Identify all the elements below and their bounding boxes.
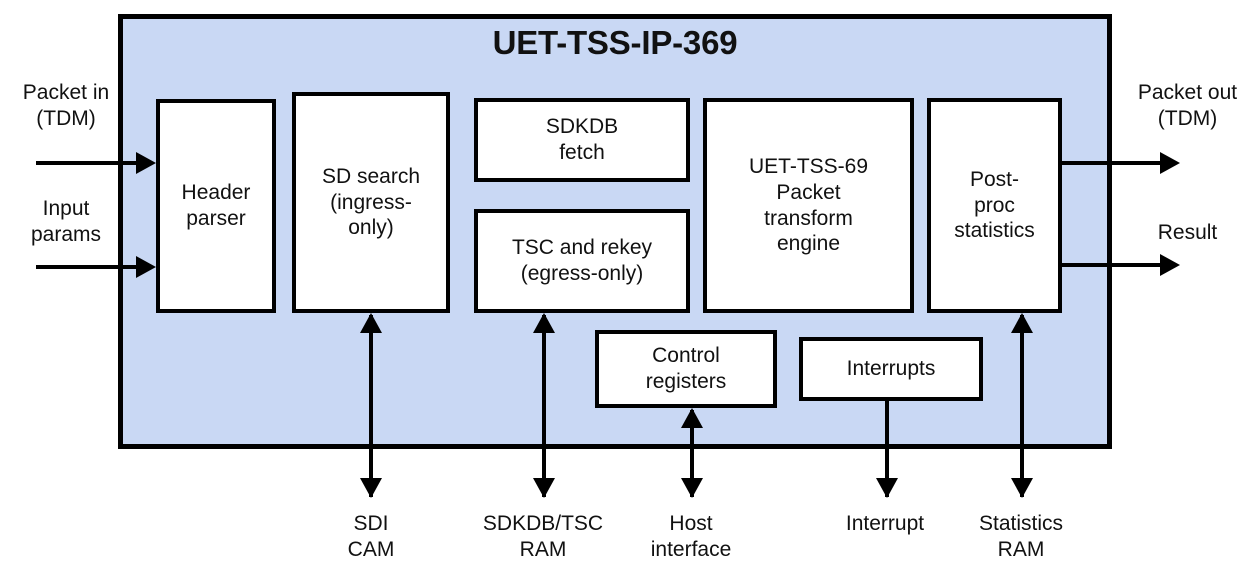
statistics-ram-arrow-head-up (1011, 313, 1033, 333)
block-post-proc-statistics[interactable]: Post- proc statistics (927, 98, 1062, 313)
block-control-registers[interactable]: Control registers (595, 330, 777, 408)
interrupt-arrow-head-down (876, 478, 898, 498)
block-tsc-rekey[interactable]: TSC and rekey (egress-only) (474, 209, 690, 313)
label-sdi-cam: SDI CAM (347, 512, 395, 562)
host-interface-arrow-head-down (681, 478, 703, 498)
host-interface-arrow-head-up (681, 408, 703, 428)
input-params-arrow-head (136, 256, 156, 278)
label-packet-in: Packet in (TDM) (22, 81, 110, 131)
sdi-cam-arrow-head-down (360, 478, 382, 498)
packet-out-arrow-line (1062, 161, 1166, 165)
label-host-interface: Host interface (650, 512, 732, 562)
host-interface-arrow-line (690, 410, 694, 497)
sdi-cam-arrow-head-up (360, 313, 382, 333)
block-transform-engine[interactable]: UET-TSS-69 Packet transform engine (703, 98, 914, 313)
packet-in-arrow-line (36, 161, 140, 165)
statistics-ram-arrow-head-down (1011, 478, 1033, 498)
result-arrow-line (1062, 263, 1166, 267)
sdkdb-tsc-ram-arrow-line (542, 315, 546, 497)
packet-in-arrow-head (136, 152, 156, 174)
block-post-proc-statistics-label: Post- proc statistics (954, 168, 1035, 243)
block-header-parser-label: Header parser (181, 181, 251, 230)
result-arrow-head (1160, 254, 1180, 276)
label-input-params: Input params (30, 197, 102, 247)
block-sdkdb-fetch-label: SDKDB fetch (545, 115, 619, 164)
block-tsc-rekey-label: TSC and rekey (egress-only) (511, 236, 653, 285)
sdi-cam-arrow-line (369, 315, 373, 497)
label-statistics-ram: Statistics RAM (978, 512, 1064, 562)
sdkdb-tsc-ram-arrow-head-down (533, 478, 555, 498)
packet-out-arrow-head (1160, 152, 1180, 174)
label-result: Result (1157, 221, 1218, 244)
block-transform-engine-label: UET-TSS-69 Packet transform engine (748, 155, 869, 256)
block-interrupts-label: Interrupts (846, 357, 936, 381)
block-control-registers-label: Control registers (645, 344, 727, 393)
label-interrupt: Interrupt (845, 512, 925, 535)
label-packet-out: Packet out (TDM) (1137, 81, 1238, 131)
input-params-arrow-line (36, 265, 140, 269)
block-sd-search-label: SD search (ingress- only) (321, 165, 421, 240)
block-header-parser[interactable]: Header parser (156, 99, 276, 313)
sdkdb-tsc-ram-arrow-head-up (533, 313, 555, 333)
statistics-ram-arrow-line (1020, 315, 1024, 497)
diagram-title: UET-TSS-IP-369 (492, 24, 738, 61)
interrupt-arrow-line (885, 401, 889, 497)
block-interrupts[interactable]: Interrupts (799, 337, 983, 401)
block-sd-search[interactable]: SD search (ingress- only) (292, 92, 450, 313)
block-sdkdb-fetch[interactable]: SDKDB fetch (474, 98, 690, 182)
label-sdkdb-tsc-ram: SDKDB/TSC RAM (482, 512, 604, 562)
